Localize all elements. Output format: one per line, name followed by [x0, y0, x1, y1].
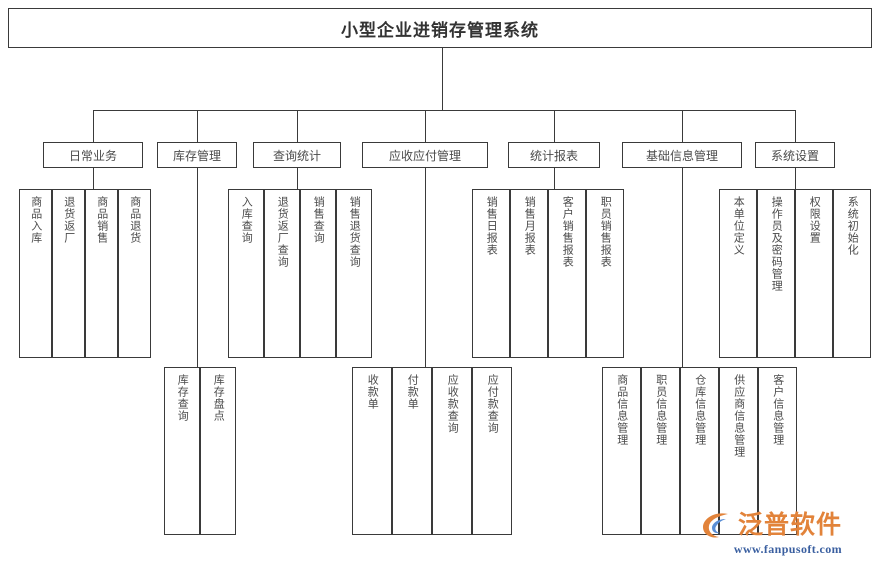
leaf-node[interactable]: 商品退货 [118, 189, 151, 358]
leaf-node-label: 销售日报表 [485, 196, 498, 256]
leaf-node[interactable]: 客户信息管理 [758, 367, 797, 535]
level2-label: 日常业务 [68, 148, 117, 163]
connector-vertical [93, 110, 94, 142]
page-title: 小型企业进销存管理系统 [341, 20, 539, 40]
leaf-node-label: 库存查询 [176, 374, 189, 422]
leaf-node[interactable]: 库存查询 [164, 367, 200, 535]
leaf-node[interactable]: 供应商信息管理 [719, 367, 758, 535]
leaf-node-label: 退货返厂 [62, 196, 75, 244]
connector-vertical [442, 48, 443, 110]
leaf-node-label: 销售月报表 [523, 196, 536, 256]
level2-node-basic[interactable]: 基础信息管理 [622, 142, 742, 168]
leaf-node-label: 供应商信息管理 [732, 374, 745, 458]
leaf-node[interactable]: 客户销售报表 [548, 189, 586, 358]
level2-label: 系统设置 [770, 148, 819, 163]
leaf-node-label: 本单位定义 [732, 196, 745, 256]
leaf-node-label: 商品信息管理 [615, 374, 628, 446]
leaf-node-label: 客户信息管理 [771, 374, 784, 446]
leaf-node[interactable]: 商品销售 [85, 189, 118, 358]
leaf-node-label: 操作员及密码管理 [770, 196, 783, 292]
connector-vertical [425, 110, 426, 142]
leaf-node[interactable]: 销售日报表 [472, 189, 510, 358]
leaf-node-label: 销售退货查询 [348, 196, 361, 268]
connector-vertical [197, 110, 198, 142]
leaf-node-label: 库存盘点 [212, 374, 225, 422]
leaf-node[interactable]: 入库查询 [228, 189, 264, 358]
connector-vertical [795, 168, 796, 189]
leaf-node[interactable]: 销售月报表 [510, 189, 548, 358]
leaf-node[interactable]: 销售退货查询 [336, 189, 372, 358]
leaf-node-label: 应付款查询 [486, 374, 499, 434]
leaf-node-label: 客户销售报表 [561, 196, 574, 268]
leaf-node[interactable]: 系统初始化 [833, 189, 871, 358]
level2-label: 应收应付管理 [388, 148, 461, 163]
leaf-node[interactable]: 库存盘点 [200, 367, 236, 535]
leaf-node[interactable]: 商品信息管理 [602, 367, 641, 535]
leaf-node-label: 职员信息管理 [654, 374, 667, 446]
connector-vertical [297, 168, 298, 189]
level2-label: 统计报表 [529, 148, 578, 163]
leaf-node[interactable]: 销售查询 [300, 189, 336, 358]
connector-vertical [682, 110, 683, 142]
connector-vertical [197, 168, 198, 367]
leaf-node[interactable]: 退货返厂查询 [264, 189, 300, 358]
connector-vertical [93, 168, 94, 189]
leaf-node-label: 应收款查询 [446, 374, 459, 434]
leaf-node[interactable]: 应付款查询 [472, 367, 512, 535]
leaf-node[interactable]: 付款单 [392, 367, 432, 535]
level2-node-query[interactable]: 查询统计 [253, 142, 341, 168]
leaf-node-label: 销售查询 [312, 196, 325, 244]
leaf-node-label: 商品退货 [128, 196, 141, 244]
leaf-node[interactable]: 操作员及密码管理 [757, 189, 795, 358]
leaf-node-label: 商品销售 [95, 196, 108, 244]
connector-vertical [297, 110, 298, 142]
watermark-url: www.fanpusoft.com [733, 542, 843, 556]
leaf-node-label: 入库查询 [240, 196, 253, 244]
leaf-node[interactable]: 职员销售报表 [586, 189, 624, 358]
level2-node-settings[interactable]: 系统设置 [755, 142, 835, 168]
leaf-node-label: 退货返厂查询 [276, 196, 289, 268]
level2-label: 基础信息管理 [645, 148, 718, 163]
leaf-node[interactable]: 应收款查询 [432, 367, 472, 535]
leaf-node-label: 权限设置 [808, 196, 821, 244]
leaf-node-label: 收款单 [366, 374, 379, 410]
level2-node-daily[interactable]: 日常业务 [43, 142, 143, 168]
diagram-title-box: 小型企业进销存管理系统 [8, 8, 872, 48]
leaf-node-label: 职员销售报表 [599, 196, 612, 268]
level2-node-receivable[interactable]: 应收应付管理 [362, 142, 488, 168]
leaf-node-label: 付款单 [406, 374, 419, 410]
connector-vertical [554, 168, 555, 189]
connector-horizontal [93, 110, 795, 111]
leaf-node-label: 仓库信息管理 [693, 374, 706, 446]
connector-vertical [682, 168, 683, 367]
leaf-node-label: 系统初始化 [846, 196, 859, 256]
connector-vertical [795, 110, 796, 142]
leaf-node[interactable]: 职员信息管理 [641, 367, 680, 535]
connector-vertical [425, 168, 426, 367]
level2-label: 查询统计 [272, 148, 321, 163]
leaf-node[interactable]: 收款单 [352, 367, 392, 535]
level2-label: 库存管理 [172, 148, 221, 163]
level2-node-inventory[interactable]: 库存管理 [157, 142, 237, 168]
leaf-node-label: 商品入库 [29, 196, 42, 244]
leaf-node[interactable]: 仓库信息管理 [680, 367, 719, 535]
connector-vertical [554, 110, 555, 142]
leaf-node[interactable]: 退货返厂 [52, 189, 85, 358]
level2-node-report[interactable]: 统计报表 [508, 142, 600, 168]
leaf-node[interactable]: 本单位定义 [719, 189, 757, 358]
leaf-node[interactable]: 权限设置 [795, 189, 833, 358]
leaf-node[interactable]: 商品入库 [19, 189, 52, 358]
